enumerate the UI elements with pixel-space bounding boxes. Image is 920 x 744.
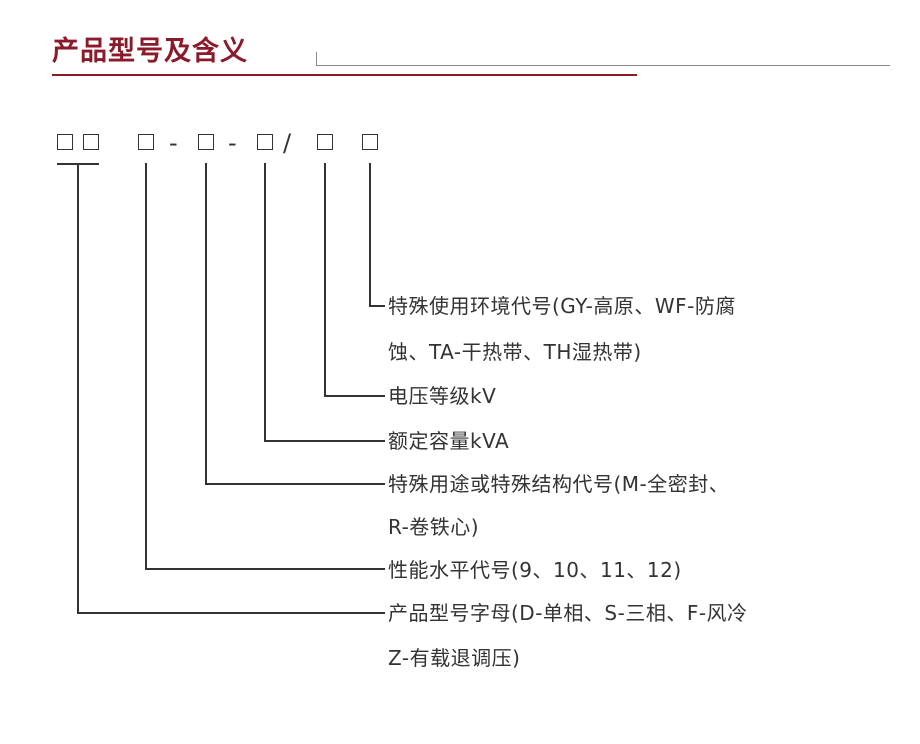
label-special-use-line2: 蚀、TA-干热带、TH湿热带) [388,340,642,364]
section-title: 产品型号及含义 [52,36,248,67]
connector-horizontal [77,612,385,614]
label-special-use-line1: 特殊使用环境代号(GY-高原、WF-防腐 [388,294,736,318]
label-rated-capacity: 额定容量kVA [388,429,510,453]
connector-horizontal [264,440,385,442]
connector-horizontal [205,483,385,485]
code-box-rated-capacity [257,134,273,150]
code-separator-slash: / [283,129,292,157]
connector-horizontal [369,305,385,307]
label-special-purpose-line2: R-卷铁心) [388,515,480,539]
code-separator-dash-2: - [228,129,237,157]
connector-vertical [205,163,207,484]
connector-horizontal [324,395,385,397]
label-type-letters-line1: 产品型号字母(D-单相、S-三相、F-风冷 [388,601,748,625]
connector-vertical [369,163,371,306]
title-underline [52,74,637,76]
label-special-purpose-line1: 特殊用途或特殊结构代号(M-全密封、 [388,472,730,496]
connector-vertical [324,163,326,396]
code-box-special-purpose [198,134,214,150]
label-performance-level: 性能水平代号(9、10、11、12) [388,558,682,582]
code-separator-dash-1: - [169,129,178,157]
label-type-letters-line2: Z-有载退调压) [388,646,521,670]
title-rule [316,52,890,66]
code-box-type-letter-1 [57,134,73,150]
code-box-special-use [362,134,378,150]
code-box-voltage-class [317,134,333,150]
connector-vertical [264,163,266,441]
code-box-type-letter-2 [83,134,99,150]
code-box-performance [138,134,154,150]
label-voltage-class: 电压等级kV [388,384,497,408]
connector-vertical [77,163,79,613]
connector-horizontal [145,568,385,570]
connector-vertical [145,163,147,569]
